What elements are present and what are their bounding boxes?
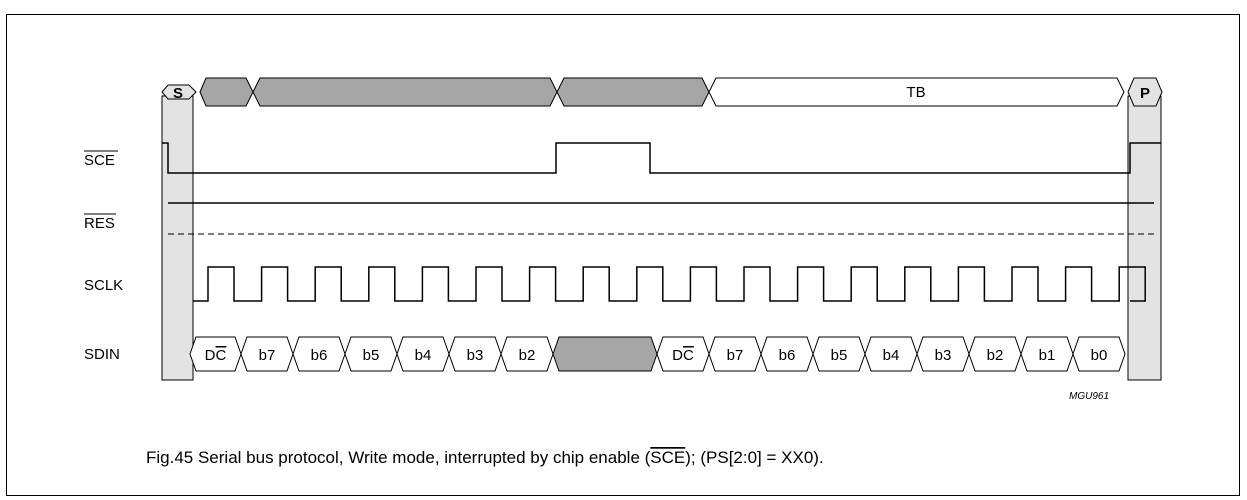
stop-label: P	[1140, 85, 1150, 102]
sdin-bit-label: DC	[205, 347, 227, 364]
sdin-bit-label: b4	[883, 347, 900, 364]
bus-segment-1	[199, 77, 254, 107]
bus-segment-tb	[708, 77, 1125, 107]
sdin-row: DC b7 b6 b5 b4 b3 b2 DC b7 b6 b5 b4 b3 b2 b1 b0	[189, 336, 1126, 372]
sce-label: SCE	[84, 152, 115, 169]
stop-box	[1127, 77, 1163, 107]
sdin-gap-cell	[552, 336, 658, 372]
start-column	[161, 95, 194, 381]
bus-row: S TB P	[161, 77, 1163, 107]
stop-column	[1127, 95, 1162, 381]
sdin-bit-label: b6	[311, 347, 328, 364]
sdin-bit-label: b5	[831, 347, 848, 364]
caption-suffix: ); (PS[2:0] = XX0).	[685, 448, 823, 467]
sdin-bit-label: b2	[987, 347, 1004, 364]
caption-overlined: SCE	[650, 448, 685, 467]
start-label: S	[173, 85, 183, 102]
res-label: RES	[84, 215, 115, 232]
sdin-bit-label: b6	[779, 347, 796, 364]
sclk-waveform	[193, 266, 1146, 302]
start-box	[161, 84, 197, 100]
sdin-bit-label: DC	[672, 347, 694, 364]
sdin-bit-label: b3	[935, 347, 952, 364]
tb-label: TB	[906, 84, 925, 101]
sdin-bit-label: b0	[1091, 347, 1108, 364]
sdin-bit-label: b5	[363, 347, 380, 364]
sdin-label: SDIN	[84, 346, 120, 363]
sdin-bit-label: b2	[519, 347, 536, 364]
caption-prefix: Fig.45 Serial bus protocol, Write mode, …	[146, 448, 651, 467]
bus-segment-2	[252, 77, 558, 107]
sdin-bit-label: b7	[727, 347, 744, 364]
sdin-bit-label: b4	[415, 347, 432, 364]
sclk-label: SCLK	[84, 277, 123, 294]
figure-caption: Fig.45 Serial bus protocol, Write mode, …	[146, 448, 824, 467]
reference-code: MGU961	[1069, 391, 1109, 402]
sdin-bit-label: b3	[467, 347, 484, 364]
bus-segment-3	[556, 77, 710, 107]
sdin-bit-label: b7	[259, 347, 276, 364]
sdin-bit-cell	[1072, 336, 1126, 372]
sce-waveform	[162, 142, 1161, 174]
sdin-bit-label: b1	[1039, 347, 1056, 364]
